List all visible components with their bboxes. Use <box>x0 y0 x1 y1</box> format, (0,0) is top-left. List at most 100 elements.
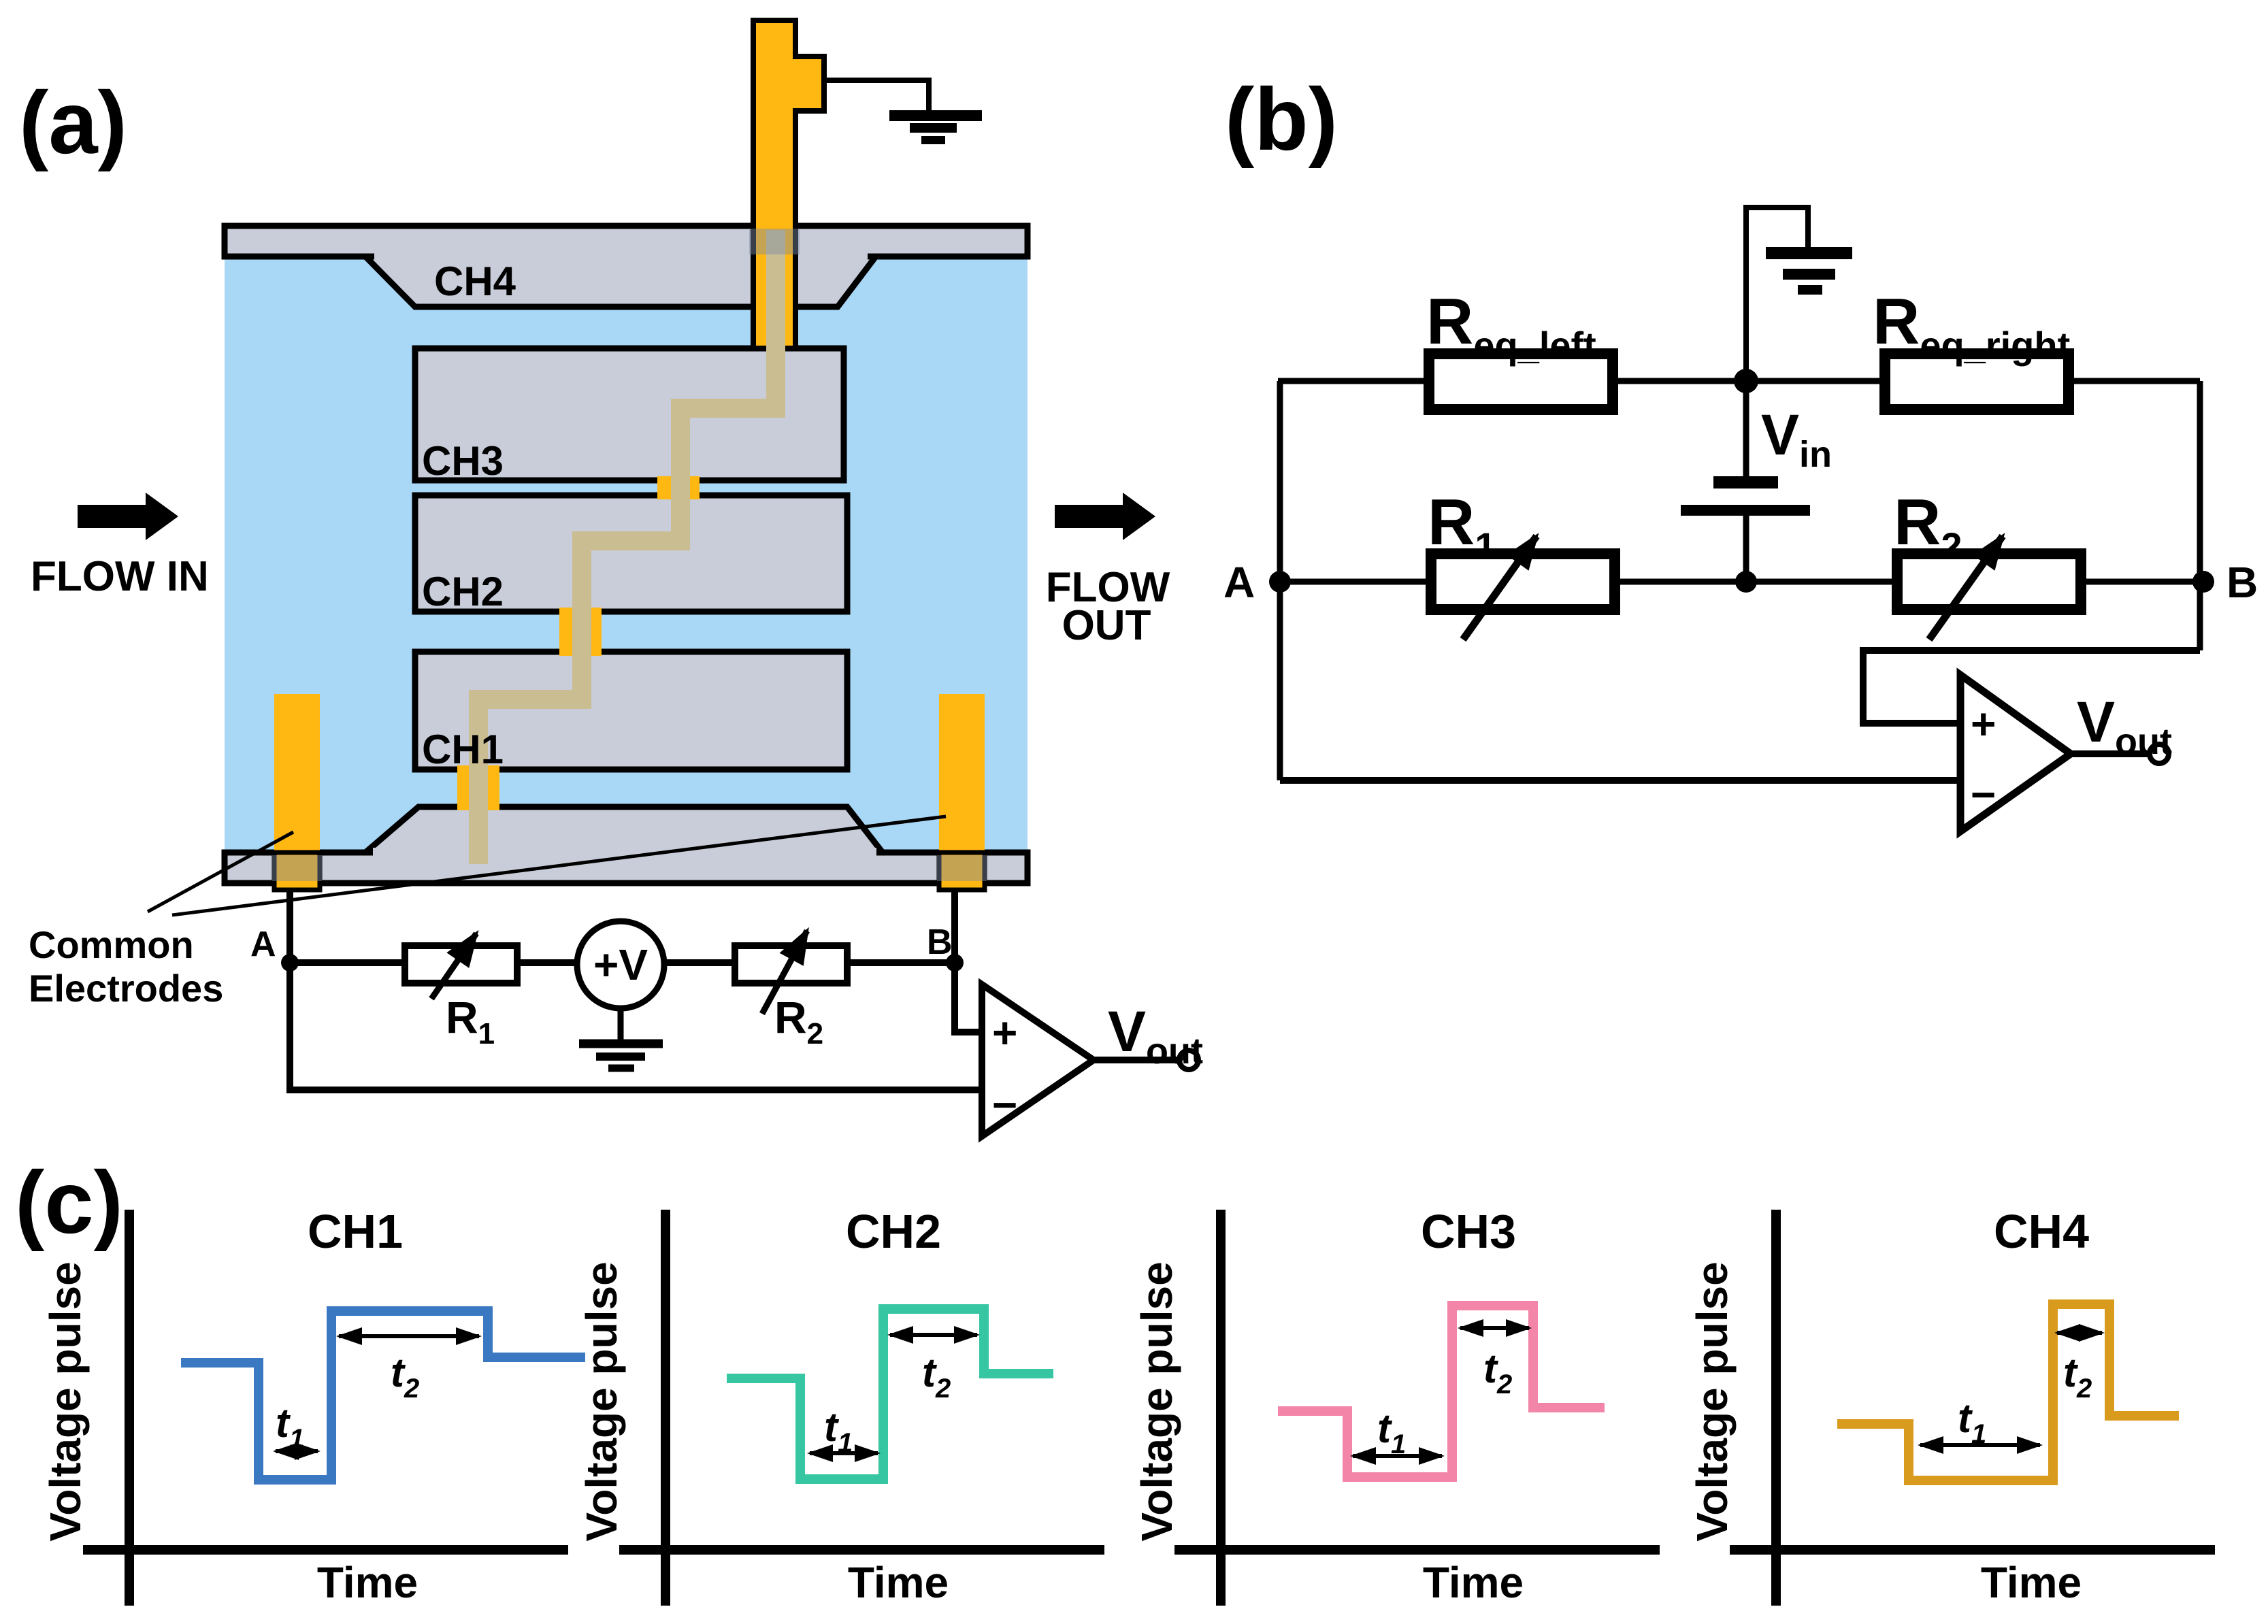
node-a-label: A <box>250 925 276 964</box>
right-common-electrode-tip <box>936 850 987 893</box>
t1-label: t1 <box>824 1404 853 1458</box>
ch3-label: CH3 <box>422 438 504 484</box>
left-electrode-plate-shade <box>272 855 322 881</box>
left-common-electrode-tip <box>272 850 323 893</box>
y-axis-label: Voltage pulse <box>1132 1261 1181 1541</box>
common-electrodes-label-line1: Common <box>29 923 194 966</box>
ground-icon-b <box>1766 247 1852 295</box>
flow-out-arrow-icon <box>1055 493 1155 540</box>
t2-label-base: t <box>922 1350 938 1395</box>
x-axis-label: Time <box>848 1558 949 1607</box>
vout-terminal-b <box>2147 742 2171 766</box>
resistor-r2-arrow <box>759 927 810 1016</box>
y-axis-label: Voltage pulse <box>1688 1261 1737 1541</box>
vout-label: Vout <box>1108 999 1203 1072</box>
r2-label-base: R <box>774 992 807 1042</box>
x-axis-label: Time <box>1423 1558 1524 1607</box>
top-plate <box>221 222 1031 260</box>
wire-b-to-plus <box>951 963 982 1035</box>
t1-label-base: t <box>1958 1395 1973 1441</box>
panel-a-circuit: A B R1 +V R2 + − Vout <box>250 890 1203 1143</box>
chart-title: CH2 <box>846 1205 941 1258</box>
bottom-trapezoid <box>357 803 889 856</box>
panel-a-label: (a) <box>19 73 127 172</box>
t2-label: t2 <box>2063 1350 2092 1404</box>
r2-label: R2 <box>774 992 823 1050</box>
panel-c: (c) CH1 Voltage pulse Time t1 t2 CH2 Vol… <box>15 1153 2215 1607</box>
ground-icon-top <box>889 110 982 144</box>
ch4-label: CH4 <box>434 259 516 304</box>
fluid-path <box>469 230 785 864</box>
top-plate-join <box>374 249 868 260</box>
vout-b-label-sub: out <box>2115 721 2172 762</box>
common-electrodes-label-line2: Electrodes <box>29 967 223 1010</box>
ch1-label: CH1 <box>422 727 504 772</box>
r1-label-base: R <box>446 992 478 1042</box>
opamp-plus-label: + <box>992 1008 1017 1057</box>
resistor-r1-b-arrow <box>1460 533 1540 642</box>
flow-in-arrow-icon <box>78 493 178 540</box>
chart-ch3: CH3 Voltage pulse Time t1 t2 <box>1132 1205 1660 1607</box>
chart-title: CH4 <box>1994 1205 2089 1258</box>
t1-label: t1 <box>1377 1406 1406 1459</box>
t1-label-base: t <box>1377 1406 1393 1451</box>
wire-b-to-plus <box>1860 647 2200 727</box>
waveform-ch4 <box>1837 1299 2179 1485</box>
vout-b-label: Vout <box>2077 690 2172 762</box>
x-axis-label: Time <box>317 1558 418 1607</box>
t2-label-sub: 2 <box>935 1374 951 1404</box>
top-electrode-plate-shade <box>749 229 800 254</box>
req-left-label-sub: eq_left <box>1473 324 1596 367</box>
opamp <box>979 978 1100 1143</box>
t2-label: t2 <box>391 1350 419 1404</box>
pointer-line-left <box>146 830 295 914</box>
right-electrode-plate-shade <box>937 855 987 881</box>
req-right-label: Req_right <box>1873 285 2070 367</box>
resistor-req-left <box>1424 348 1618 415</box>
t1-label-sub: 1 <box>1971 1419 1986 1449</box>
node-center-dot <box>1735 571 1757 593</box>
req-right-label-sub: eq_right <box>1920 324 2070 367</box>
req-left-label-base: R <box>1426 285 1473 358</box>
chart-ch4: CH4 Voltage pulse Time t1 t2 <box>1688 1205 2215 1607</box>
vin-label-sub: in <box>1799 434 1832 475</box>
vout-label-sub: out <box>1146 1031 1203 1072</box>
vout-terminal <box>1177 1048 1201 1072</box>
opamp-b-plus-label: + <box>1971 699 1996 748</box>
node-b-label-b: B <box>2226 558 2258 607</box>
t2-label: t2 <box>1483 1346 1512 1399</box>
r2-b-label-sub: 2 <box>1941 525 1962 567</box>
t1-label: t1 <box>276 1400 304 1454</box>
req-right-label-base: R <box>1873 285 1920 358</box>
node-b-dot-b <box>2192 571 2214 593</box>
opamp-minus-label: − <box>992 1080 1017 1129</box>
resistor-r2-b-arrow <box>1926 533 2006 642</box>
r1-label: R1 <box>446 992 495 1050</box>
panel-c-label: (c) <box>15 1153 123 1252</box>
wire-a-to-minus <box>286 963 982 1093</box>
bottom-plate-join <box>373 848 876 859</box>
t2-label-sub: 2 <box>2076 1374 2092 1404</box>
opamp-b <box>1956 667 2077 839</box>
top-ground-wire <box>824 78 932 113</box>
r1-b-label-sub: 1 <box>1475 525 1496 567</box>
t1-label-base: t <box>276 1400 291 1446</box>
resistor-r2-b <box>1892 548 2086 615</box>
flow-in-label: FLOW IN <box>31 553 209 600</box>
y-axis-label: Voltage pulse <box>577 1261 626 1541</box>
r2-label-sub: 2 <box>807 1017 823 1050</box>
resistor-req-right <box>1879 348 2074 415</box>
ch2-box <box>412 492 851 615</box>
ground-wire-top <box>1743 205 1811 381</box>
node-a-dot <box>281 954 299 972</box>
vout-label-base: V <box>1108 999 1146 1063</box>
waveform-ch2 <box>727 1304 1053 1484</box>
t1-label-sub: 1 <box>1391 1429 1406 1459</box>
panel-a: (a) CH4 CH3 CH2 CH1 <box>19 18 1203 1143</box>
pointer-line-right <box>171 814 947 917</box>
y-axis-label: Voltage pulse <box>41 1261 90 1541</box>
vout-b-label-base: V <box>2077 690 2115 754</box>
node-b-dot <box>946 954 964 972</box>
opamp-b-minus-label: − <box>1971 770 1996 819</box>
